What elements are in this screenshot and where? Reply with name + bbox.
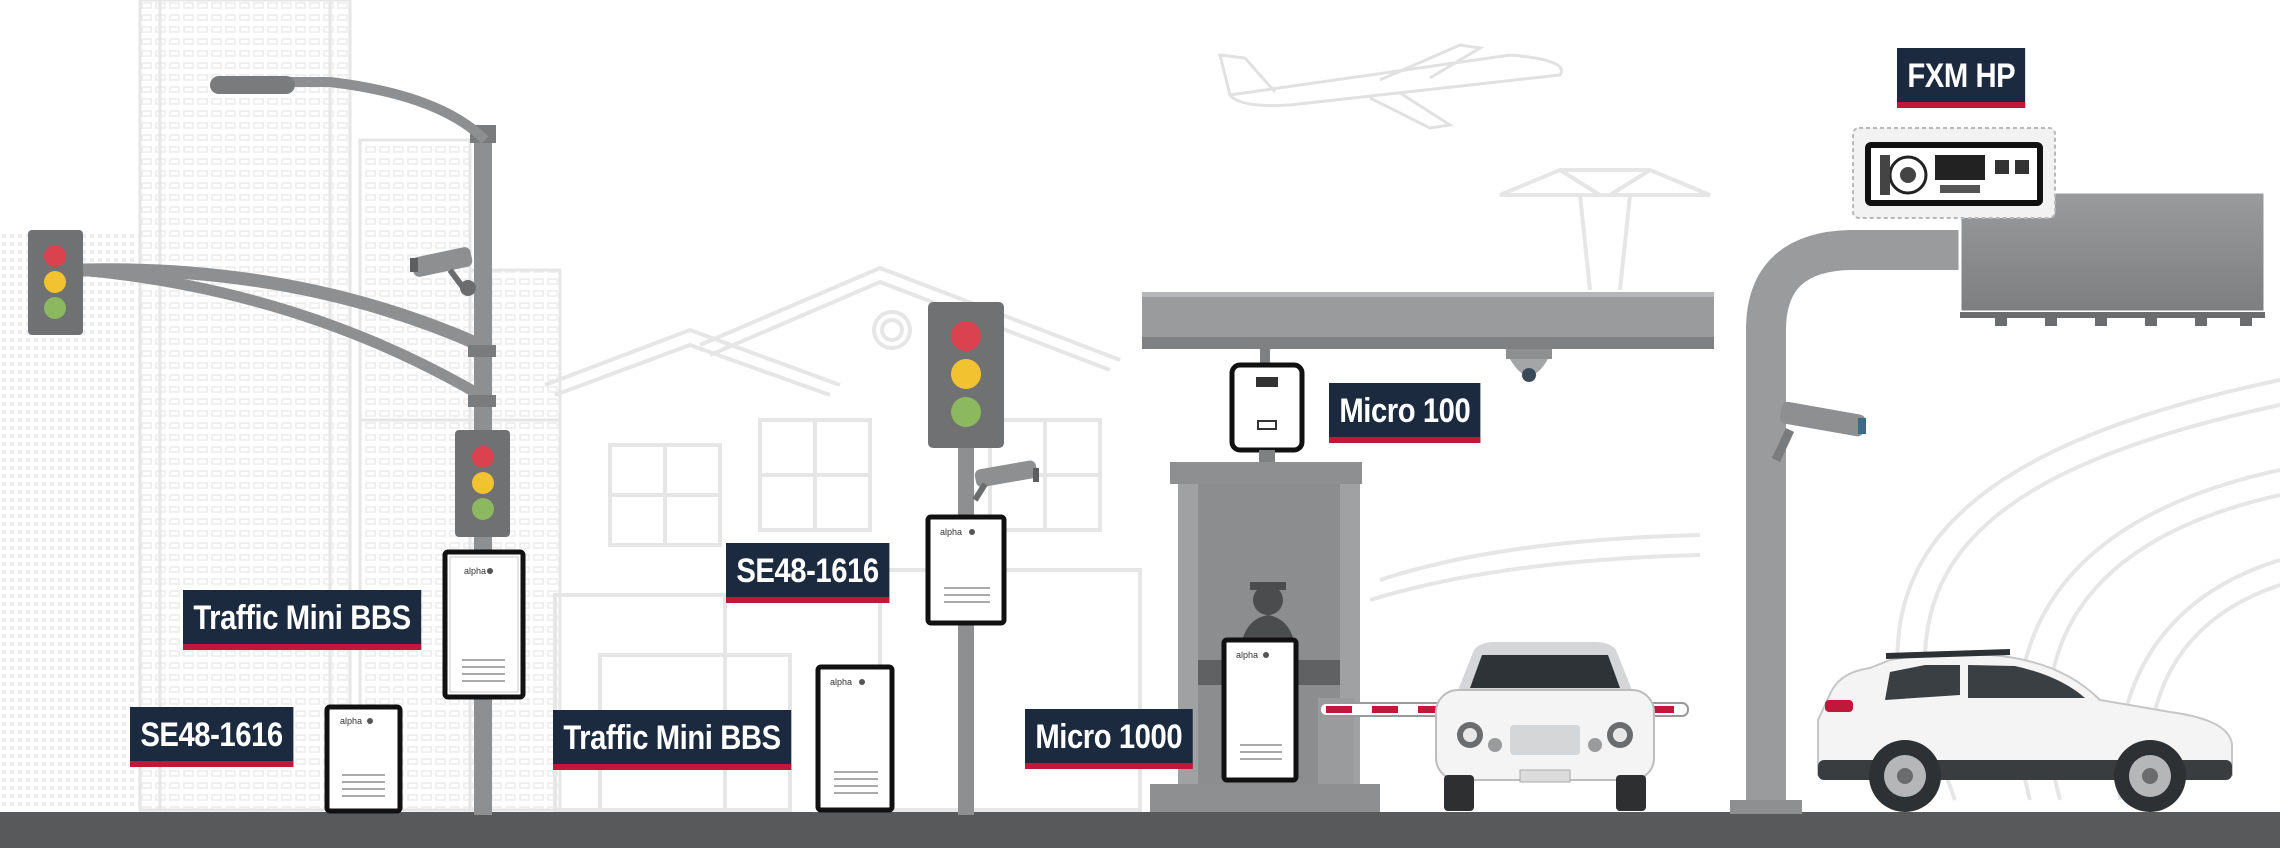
svg-text:alpha: alpha xyxy=(464,566,486,576)
dome-camera-icon xyxy=(1506,349,1552,382)
toll-canopy xyxy=(1142,292,1714,369)
svg-text:alpha: alpha xyxy=(940,527,962,537)
svg-text:alpha: alpha xyxy=(1236,650,1258,660)
background-houses xyxy=(544,265,1142,812)
traffic-mini-bbs-cabinet-left: alpha xyxy=(442,549,526,700)
label-fxm-hp: FXM HP xyxy=(1897,48,2026,108)
overhead-sign-pole xyxy=(1730,230,1965,814)
traffic-mini-bbs-cabinet-center: alpha xyxy=(815,664,895,813)
micro-100-enclosure xyxy=(1229,362,1305,465)
camera-icon xyxy=(410,247,476,296)
label-micro-100: Micro 100 xyxy=(1329,383,1481,443)
camera-icon xyxy=(972,460,1039,502)
traffic-light-pole-left xyxy=(455,430,510,537)
fxm-hp-unit xyxy=(1852,127,2056,219)
camera-icon xyxy=(1771,401,1866,462)
car-front xyxy=(1435,642,1655,811)
label-traffic-mini-bbs-left: Traffic Mini BBS xyxy=(183,590,421,650)
traffic-light-left xyxy=(28,230,83,335)
micro-1000-cabinet: alpha xyxy=(1221,637,1299,783)
background-airplane xyxy=(1218,43,1563,130)
label-se48-1616-center: SE48-1616 xyxy=(726,543,890,603)
background-control-tower xyxy=(1369,168,1711,602)
ground xyxy=(0,812,2280,848)
label-se48-1616-left: SE48-1616 xyxy=(130,707,294,767)
svg-text:alpha: alpha xyxy=(830,677,852,687)
label-micro-1000: Micro 1000 xyxy=(1025,709,1193,769)
svg-text:alpha: alpha xyxy=(340,716,362,726)
suv xyxy=(1817,649,2233,812)
label-traffic-mini-bbs-center: Traffic Mini BBS xyxy=(553,710,791,770)
se48-1616-cabinet-left: alpha xyxy=(324,704,403,814)
se48-1616-cabinet-pole: alpha xyxy=(925,514,1007,626)
